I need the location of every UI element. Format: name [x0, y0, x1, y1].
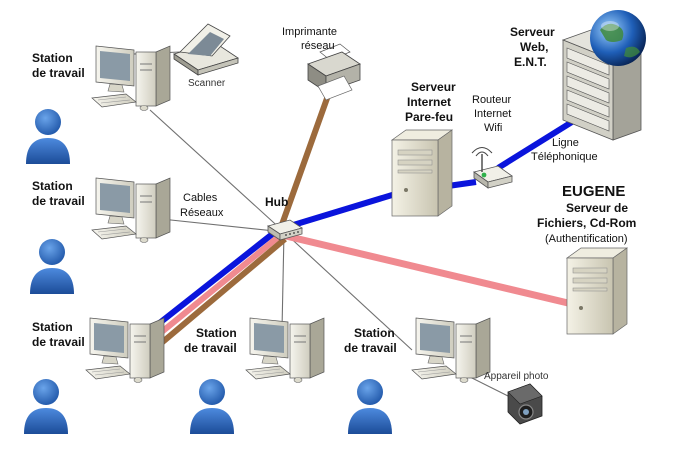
file-server-label-line-4: (Authentification)	[545, 233, 628, 245]
station-2-label-line-2: de travail	[32, 194, 85, 208]
file-server-label-line-3: Fichiers, Cd-Rom	[537, 216, 636, 230]
printer-label-line-2: réseau	[301, 40, 335, 52]
cables-label-line-2: Réseaux	[180, 207, 224, 219]
link-station-5	[283, 231, 413, 351]
phone-line-label-line-2: Téléphonique	[531, 151, 598, 163]
router-icon	[471, 147, 513, 189]
cable-printer	[277, 88, 333, 232]
file-server-icon	[566, 247, 628, 335]
station-5-label-line-1: Station	[354, 326, 395, 340]
router-label-line-3: Wifi	[484, 122, 502, 134]
cable-router	[447, 179, 477, 189]
camera-label: Appareil photo	[484, 371, 549, 382]
scanner-label: Scanner	[188, 78, 226, 89]
web-server-label-line-3: E.N.T.	[514, 55, 547, 69]
cable-file-server	[285, 232, 569, 307]
file-server-name: EUGENE	[562, 183, 625, 200]
firewall-server-icon	[391, 129, 453, 217]
station-3-label-line-1: Station	[32, 320, 73, 334]
camera-icon	[507, 383, 543, 425]
link-station-4	[281, 231, 285, 331]
file-server-label-line-2: Serveur de	[566, 201, 628, 215]
firewall-label-line-3: Pare-feu	[405, 110, 453, 124]
cable-station-3-brown	[144, 236, 287, 359]
link-station-1	[149, 109, 285, 233]
hub	[267, 219, 303, 241]
phone-line-label-line-1: Ligne	[552, 137, 579, 149]
station-1-label-line-2: de travail	[32, 66, 85, 80]
cables	[136, 88, 590, 359]
hub-label: Hub	[265, 195, 288, 209]
station-4-label-line-1: Station	[196, 326, 237, 340]
station-5-label-line-2: de travail	[344, 341, 397, 355]
firewall-label-line-2: Internet	[407, 95, 451, 109]
printer-label-line-1: Imprimante	[282, 26, 337, 38]
station-4-label-line-2: de travail	[184, 341, 237, 355]
cable-firewall	[289, 189, 403, 229]
router-label-line-2: Internet	[474, 108, 511, 120]
printer-icon	[307, 43, 361, 101]
router-label-line-1: Routeur	[472, 94, 511, 106]
web-server-label-line-2: Web,	[520, 40, 548, 54]
link-station-2	[151, 217, 285, 233]
globe-icon	[590, 10, 646, 66]
cables-label-line-1: Cables	[183, 192, 218, 204]
station-1-label-line-1: Station	[32, 51, 73, 65]
firewall-label-line-1: Serveur	[411, 80, 456, 94]
cable-station-3-pink	[140, 231, 284, 351]
station-2-label-line-1: Station	[32, 179, 73, 193]
station-3-label-line-2: de travail	[32, 335, 85, 349]
web-server-label-line-1: Serveur	[510, 25, 555, 39]
scanner-icon	[173, 23, 239, 76]
